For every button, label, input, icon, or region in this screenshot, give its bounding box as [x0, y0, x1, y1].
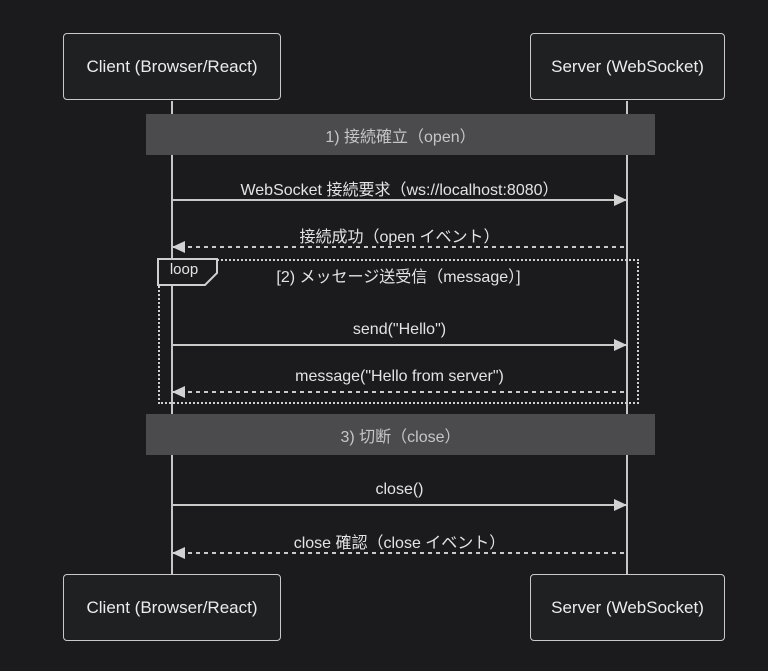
- section-band-open-label: 1) 接続確立（open）: [325, 128, 476, 146]
- loop-tab-icon: [157, 258, 218, 286]
- message-send-hello-label: send("Hello"): [352, 321, 447, 338]
- message-hello-from-server-label: message("Hello from server"): [295, 368, 504, 385]
- loop-title-label: [2) メッセージ送受信（message）]: [276, 269, 521, 286]
- message-connect-success-line: [172, 246, 627, 248]
- message-close-line: [172, 504, 627, 506]
- lifeline-server: [626, 101, 628, 574]
- arrowhead-left-icon: [172, 547, 185, 559]
- actor-server-top-label: Server (WebSocket): [551, 56, 704, 76]
- message-hello-from-server-line: [172, 391, 627, 393]
- message-close-label: close(): [375, 481, 424, 498]
- actor-client-bottom-label: Client (Browser/React): [86, 597, 258, 617]
- loop-keyword-label: loop: [169, 261, 199, 278]
- loop-frame: [158, 259, 639, 404]
- arrowhead-right-icon: [614, 194, 627, 206]
- message-connect-request-line: [172, 199, 627, 201]
- actor-server-bottom-label: Server (WebSocket): [551, 597, 704, 617]
- actor-server-bottom: Server (WebSocket): [530, 574, 725, 641]
- section-band-close: 3) 切断（close）: [146, 414, 655, 455]
- actor-client-top: Client (Browser/React): [63, 33, 281, 100]
- actor-server-top: Server (WebSocket): [530, 33, 725, 100]
- actor-client-bottom: Client (Browser/React): [63, 574, 281, 641]
- arrowhead-left-icon: [172, 241, 185, 253]
- lifeline-client: [171, 101, 173, 574]
- arrowhead-right-icon: [614, 499, 627, 511]
- actor-client-top-label: Client (Browser/React): [86, 56, 258, 76]
- message-connect-success-label: 接続成功（open イベント）: [299, 229, 500, 246]
- message-close-ack-label: close 確認（close イベント）: [293, 535, 506, 552]
- arrowhead-left-icon: [172, 386, 185, 398]
- arrowhead-right-icon: [614, 339, 627, 351]
- message-send-hello-line: [172, 344, 627, 346]
- section-band-open: 1) 接続確立（open）: [146, 114, 655, 155]
- section-band-close-label: 3) 切断（close）: [340, 428, 461, 446]
- message-connect-request-label: WebSocket 接続要求（ws://localhost:8080）: [240, 182, 559, 199]
- message-close-ack-line: [172, 552, 627, 554]
